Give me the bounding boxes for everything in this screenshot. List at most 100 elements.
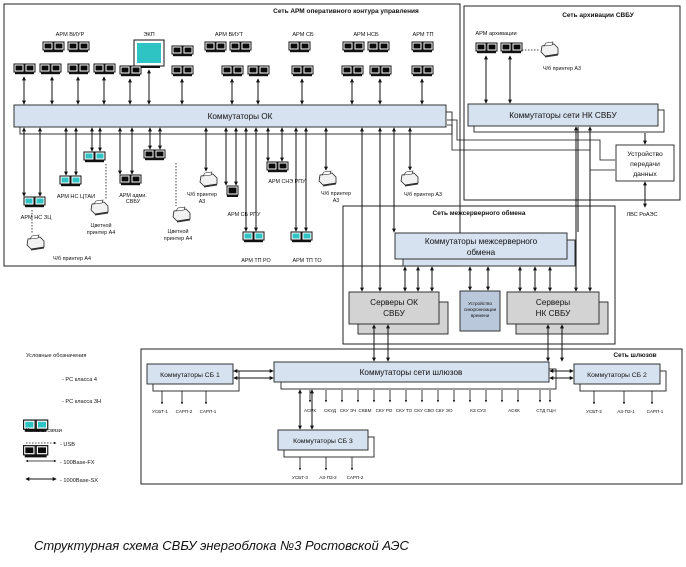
transfer-links: [447, 119, 647, 208]
label-printer-bw-a4-left: Ч/б принтер А4: [53, 256, 91, 262]
pc-viut-4: [247, 65, 270, 77]
label-color-a4-1-l1: Цветной: [90, 222, 111, 229]
sb2-switches: Коммутаторы СБ 2: [573, 363, 667, 392]
label-color-a4-1-l2: принтер А4: [87, 230, 115, 236]
legend-sx-text: - 1000Base-SX: [60, 478, 98, 484]
gw-label-4: СКУ РО: [376, 408, 393, 413]
ok-top-links: [22, 69, 424, 105]
nk-switches-label: Коммутаторы сети НК СВБУ: [509, 111, 617, 120]
ws-label-sb: АРМ СБ: [292, 32, 314, 38]
gw-label-9: АСКК: [508, 408, 520, 413]
label-bw-a3-1-l1: Ч/б принтер: [187, 192, 217, 198]
pc-viur-4: [39, 63, 62, 75]
pc-admin-1: [119, 174, 142, 186]
sync-device-l1: Устройство: [468, 300, 492, 306]
printer-bw-a3-archive: [540, 41, 559, 58]
zone-interserver-title: Сеть межсерверного обмена: [433, 209, 526, 217]
gw-label-5: СКУ ТО: [396, 408, 413, 413]
sb2-label-1: АЗ-ПЗ-1: [617, 409, 635, 414]
label-admin-l1: АРМ адми.: [119, 193, 146, 199]
pc-admin-2: [143, 149, 166, 161]
pc-sb-1: [288, 41, 311, 53]
label-bw-a3-1-l2: А3: [199, 199, 206, 205]
gw-label-3: СКВМ: [359, 408, 372, 413]
sb1-label: Коммутаторы СБ 1: [160, 372, 220, 379]
sb3-label-0: УСБТ-3: [292, 475, 308, 480]
pc-ekp-3: [171, 65, 194, 77]
label-nc-zc: АРМ НС ЗЦ: [21, 215, 53, 221]
sb3-label: Коммутаторы СБ 3: [293, 438, 353, 445]
transfer-device-l2: передачи: [630, 161, 660, 168]
pc-tp-to: [290, 231, 313, 243]
pc-nsb-4: [369, 65, 392, 77]
gateway-labels: АСРК СКУД СКУ ЭЧ СКВМ СКУ РО СКУ ТО СКУ …: [304, 408, 556, 413]
legend-title: Условные обозначения: [26, 353, 86, 359]
printer-bw-a3-3: [400, 170, 419, 187]
pc-ekp-1: [171, 45, 194, 57]
zone-operational: Сеть АРМ оперативного контура управления: [3, 3, 461, 267]
gw-label-8: КЗ СУЗ: [470, 408, 486, 413]
pc-tp-ro: [242, 231, 265, 243]
pc-viur-5: [67, 63, 90, 75]
pc-viut-1: [204, 41, 227, 53]
pc-sne-rpu: [266, 161, 289, 173]
gateway-drops: [308, 390, 552, 403]
sync-device-l3: времени: [471, 313, 490, 318]
gw-label-0: АСРК: [304, 408, 316, 413]
pc-nsb-2: [367, 41, 390, 53]
servers-ok-l2: СВБУ: [383, 309, 406, 318]
ws-label-nsb: АРМ НСБ: [353, 32, 379, 38]
sb2-label-0: УСБТ-2: [586, 409, 602, 414]
pc-viur-3: [13, 63, 36, 75]
sb-links: [233, 369, 574, 430]
label-archive-ws: АРМ архивации: [475, 31, 516, 37]
ws-label-ekp: ЭКП: [143, 32, 154, 38]
label-color-a4-2-l1: Цветной: [167, 228, 188, 235]
pc-viur-2: [67, 41, 90, 53]
sb1-label-0: УСБТ-1: [152, 409, 168, 414]
pc-viut-3: [221, 65, 244, 77]
sb1-label-1: САРП-2: [176, 409, 193, 414]
interserver-switches-l2: обмена: [467, 248, 496, 257]
pc-viur-6: [93, 63, 116, 75]
sb3-drops: УСБТ-3 АЗ-ПЗ-2 САРП-2: [292, 457, 364, 480]
pc-sb-rpu: [226, 185, 239, 197]
printer-bw-a3-2: [318, 170, 337, 187]
label-bw-a3-2-l1: Ч/б принтер: [321, 191, 351, 197]
zone-gateways: Сеть шлюзов: [140, 348, 683, 485]
legend-fx-text: - 100Base-FX: [60, 460, 95, 466]
label-tp-to: АРМ ТП ТО: [292, 258, 321, 264]
sb2-label: Коммутаторы СБ 2: [587, 372, 647, 379]
printer-color-a4-1: [90, 199, 109, 216]
pc-viut-2: [229, 41, 252, 53]
printer-color-a4-2: [172, 206, 191, 223]
servers-nk-l2: НК СВБУ: [536, 309, 572, 318]
ws-label-viur: АРМ ВИУР: [56, 32, 85, 38]
sb2-label-2: САРП-1: [647, 409, 664, 414]
pc-ekp-2: [119, 65, 142, 77]
legend-usb-text: - USB: [60, 442, 75, 448]
label-sne-rpu: АРМ СНЭ РПУ: [268, 179, 306, 185]
sync-device: Устройство синхронизации времени: [459, 290, 501, 332]
label-bw-a3-archive: Ч/б принтер А3: [543, 66, 581, 72]
sb1-switches: Коммутаторы СБ 1: [146, 363, 240, 392]
legend-pc3-text: - PC класса 3Н: [62, 399, 101, 405]
ekp-screen: [133, 39, 165, 68]
gw-label-1: СКУД: [324, 408, 337, 413]
sb3-label-2: САРП-2: [347, 475, 364, 480]
gw-label-6: СКУ СВО: [414, 408, 434, 413]
transfer-device-l1: Устройство: [627, 150, 663, 158]
pc-archive-1: [475, 42, 498, 54]
sb2-drops: УСБТ-2 АЗ-ПЗ-1 САРП-1: [586, 391, 664, 414]
sb3-label-1: АЗ-ПЗ-2: [319, 475, 337, 480]
label-nc-ctai: АРМ НС ЦТАИ: [57, 194, 95, 200]
zone-gateways-title: Сеть шлюзов: [613, 352, 656, 359]
pc-nsb-3: [341, 65, 364, 77]
printer-bw-a3-1: [199, 171, 218, 188]
servers-nk-l1: Серверы: [536, 298, 570, 307]
pc-sb-2: [291, 65, 314, 77]
gw-label-2: СКУ ЭЧ: [340, 408, 357, 413]
servers-nk: Серверы НК СВБУ: [506, 291, 609, 335]
gw-label-7: СКУ ЭО: [435, 408, 453, 413]
label-tp-ro: АРМ ТП РО: [241, 258, 270, 264]
